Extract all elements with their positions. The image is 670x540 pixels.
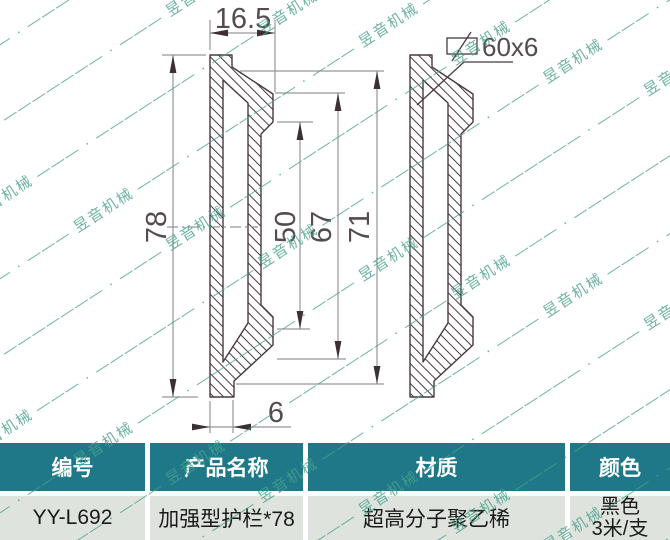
col-header-product-name: 产品名称 — [150, 443, 303, 491]
spec-table: 编号 产品名称 材质 颜色 YY-L692 加强型护栏*78 超高分子聚乙稀 黑… — [0, 443, 670, 540]
dim-6-label: 6 — [268, 397, 284, 429]
dimension-foot-width: 6 — [192, 397, 291, 433]
dim-16-5-label: 16.5 — [215, 3, 271, 35]
cell-product-name: 加强型护栏*78 — [150, 496, 303, 540]
dimension-opening-height: 50 — [270, 121, 313, 330]
dim-67-label: 67 — [306, 211, 338, 243]
cell-color: 黑色 3米/支 — [570, 496, 670, 540]
dim-78-label: 78 — [141, 211, 173, 243]
dimension-overall-height: 78 — [141, 54, 206, 398]
col-header-code: 编号 — [0, 443, 145, 491]
dimension-mid-height: 67 — [275, 92, 346, 360]
technical-drawing: 78 16.5 50 67 — [141, 3, 538, 433]
dimension-top-width: 16.5 — [209, 3, 276, 92]
cell-material: 超高分子聚乙稀 — [308, 496, 565, 540]
dim-50-label: 50 — [270, 211, 302, 243]
cell-code: YY-L692 — [0, 496, 145, 540]
dimension-inner-height: 71 — [236, 70, 384, 385]
leader-line — [416, 61, 513, 106]
color-value: 黑色 — [600, 496, 640, 518]
color-pack-spec: 3米/支 — [591, 518, 649, 540]
insert-annotation: 60x6 — [416, 31, 538, 106]
insert-symbol-icon — [446, 37, 478, 55]
left-profile-section — [209, 54, 274, 398]
right-profile-section — [409, 54, 474, 398]
dim-71-label: 71 — [344, 211, 376, 243]
col-header-material: 材质 — [308, 443, 565, 491]
insert-size-label: 60x6 — [482, 32, 538, 62]
col-header-color: 颜色 — [570, 443, 670, 491]
